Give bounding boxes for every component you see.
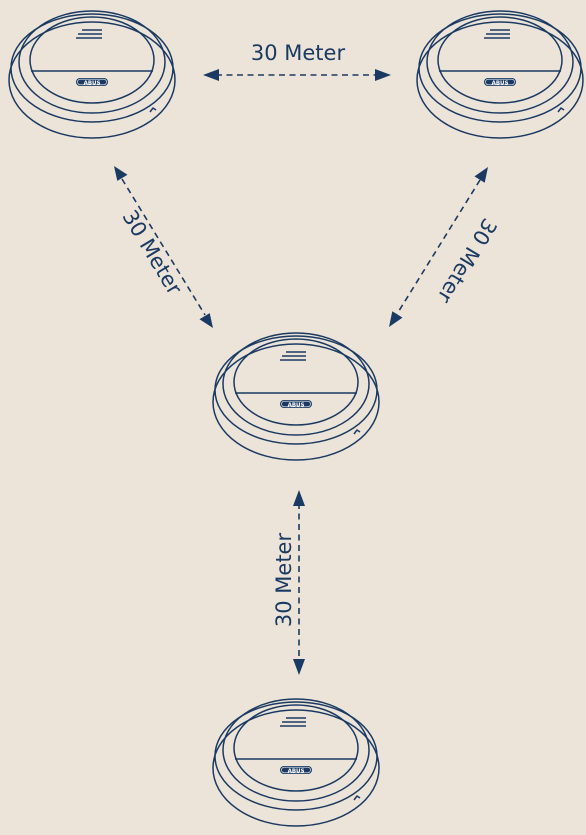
distance-label-left-diagonal: 30 Meter — [117, 206, 186, 299]
smoke-detector-bottom: ABUS — [213, 699, 379, 826]
distance-label-vertical: 30 Meter — [272, 533, 296, 628]
arrow-head-down-right-icon — [200, 313, 214, 328]
arrow-head-up-left-icon — [114, 166, 128, 181]
distance-label-right-diagonal: 30 Meter — [432, 214, 501, 307]
distance-label-top: 30 Meter — [251, 41, 346, 65]
detector-brand-logo: ABUS — [492, 80, 509, 86]
distance-arrow-top — [203, 69, 391, 81]
smoke-detector-top-right: ABUS — [417, 11, 583, 138]
arrow-head-down-icon — [293, 659, 305, 675]
smoke-detector-top-left: ABUS — [9, 11, 175, 138]
detector-brand-logo: ABUS — [288, 402, 305, 408]
arrow-head-right-icon — [375, 69, 391, 81]
arrow-head-up-icon — [293, 490, 305, 506]
detector-brand-logo: ABUS — [288, 768, 305, 774]
arrow-head-left-icon — [203, 69, 219, 81]
arrow-head-down-left-icon — [389, 311, 403, 327]
detector-brand-logo: ABUS — [84, 80, 101, 86]
arrow-head-up-right-icon — [475, 167, 489, 183]
smoke-detector-center: ABUS — [213, 333, 379, 460]
